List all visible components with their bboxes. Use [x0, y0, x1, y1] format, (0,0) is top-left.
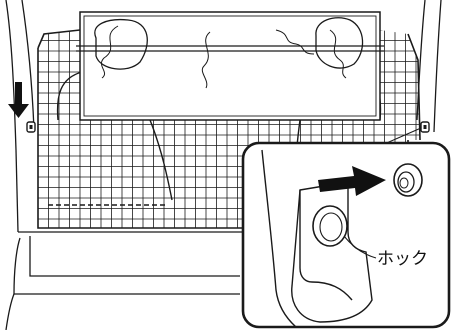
left-pillar-outer [6, 0, 16, 150]
hook-detail-callout: ホック [243, 143, 449, 327]
left-hook-indicator [8, 82, 35, 132]
floor-step [30, 236, 240, 276]
lower-left-curve [6, 294, 14, 330]
left-side-panel [16, 150, 18, 232]
arrow-down-icon [8, 82, 29, 118]
rear-window [76, 12, 384, 120]
right-hook [421, 122, 429, 132]
right-pillar-outer [434, 0, 441, 132]
bumper [14, 238, 240, 294]
hook-label: ホック [377, 249, 428, 269]
